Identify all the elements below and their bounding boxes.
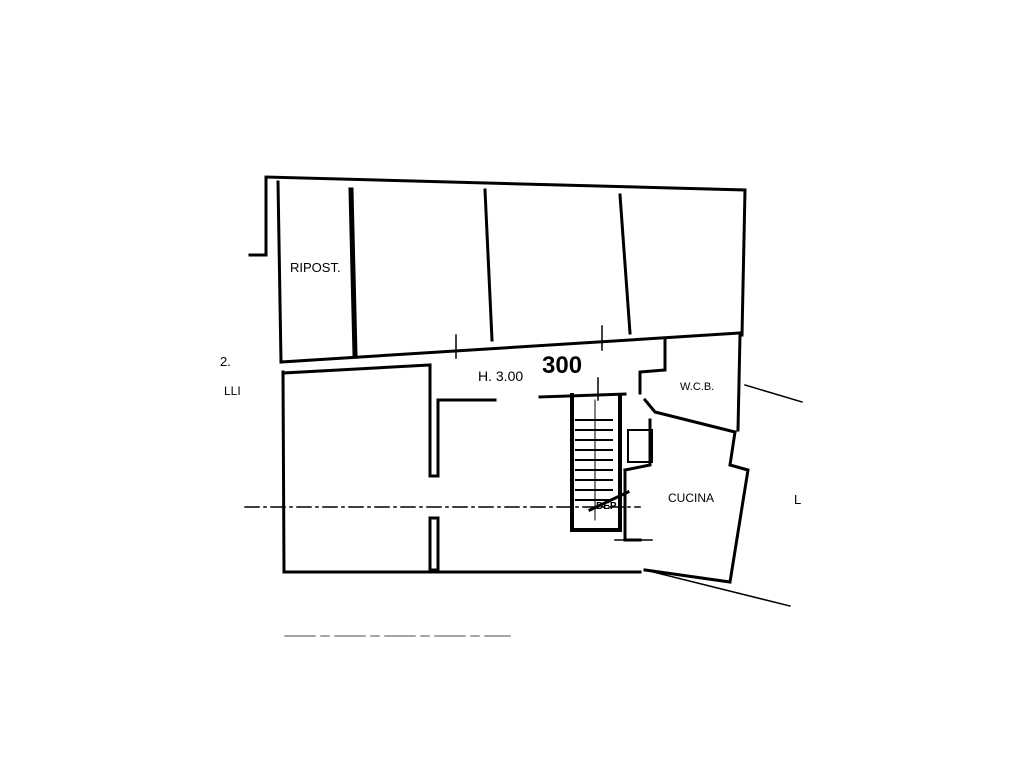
room-label-ripost: RIPOST. bbox=[290, 260, 341, 275]
outer-walls bbox=[248, 175, 747, 574]
room-label-cucina: CUCINA bbox=[668, 491, 715, 505]
height-annotation: 300 bbox=[542, 352, 583, 379]
room-label-dep: DEP bbox=[596, 501, 617, 512]
edge-label-right-text: L bbox=[794, 492, 802, 507]
section-and-exterior-lines bbox=[244, 325, 803, 637]
edge-label-left-text: LLI bbox=[224, 384, 241, 398]
ceiling-height-label: H. 3.00 bbox=[478, 368, 524, 384]
staircase bbox=[570, 393, 630, 532]
interior-walls bbox=[279, 187, 750, 584]
room-label-wcb: W.C.B. bbox=[680, 381, 715, 393]
edge-label-left-number: 2. bbox=[220, 354, 231, 369]
